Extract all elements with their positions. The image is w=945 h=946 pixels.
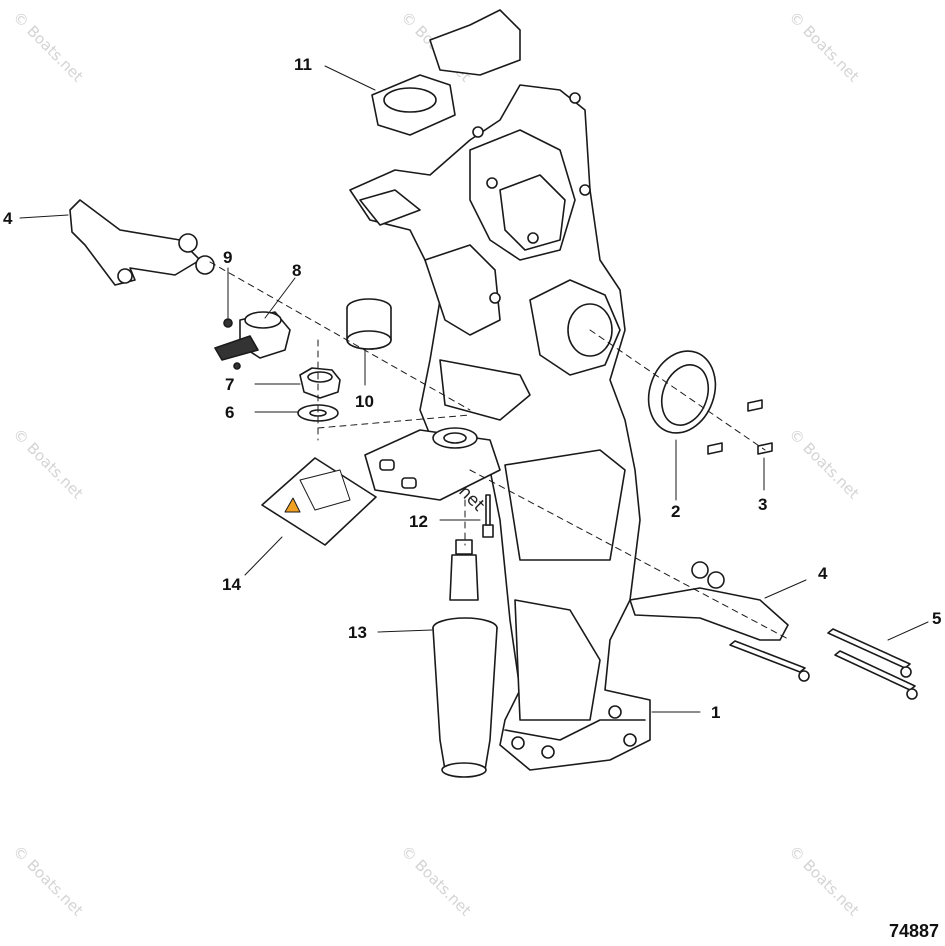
callout-1: 1	[711, 703, 721, 722]
part-14-decal	[261, 457, 377, 546]
part-13-steering-tube	[432, 539, 498, 778]
part-6-washer	[297, 404, 339, 422]
callout-4-upper: 4	[3, 209, 13, 228]
part-7-nut	[299, 367, 341, 399]
steering-cradle	[364, 427, 501, 501]
part-10-bushing	[346, 298, 392, 350]
callout-11: 11	[294, 55, 312, 74]
part-5-bolts	[729, 628, 918, 700]
part-11-collar	[371, 9, 521, 136]
figure-number: 74887	[888, 921, 939, 941]
callout-10: 10	[355, 392, 374, 411]
part-9-ball	[233, 362, 241, 370]
callout-3: 3	[758, 495, 768, 514]
callout-4-lower: 4	[818, 564, 828, 583]
part-2-ring	[647, 350, 717, 434]
part-3-screws	[707, 399, 773, 455]
part-8-lever	[214, 311, 291, 361]
part-4-arm-upper	[69, 199, 215, 286]
callout-7: 7	[225, 375, 235, 394]
callout-13: 13	[348, 623, 367, 642]
leader-lines	[19, 65, 929, 713]
callout-12: 12	[409, 512, 428, 531]
callout-8: 8	[292, 261, 302, 280]
callout-14: 14	[222, 575, 241, 594]
part-12-bolt	[482, 494, 494, 538]
callout-6: 6	[225, 403, 235, 422]
callout-9: 9	[223, 248, 233, 267]
part-4-arm-lower	[629, 561, 789, 641]
callout-2: 2	[671, 502, 681, 521]
callout-5: 5	[932, 609, 942, 628]
bracket-part	[349, 84, 651, 771]
